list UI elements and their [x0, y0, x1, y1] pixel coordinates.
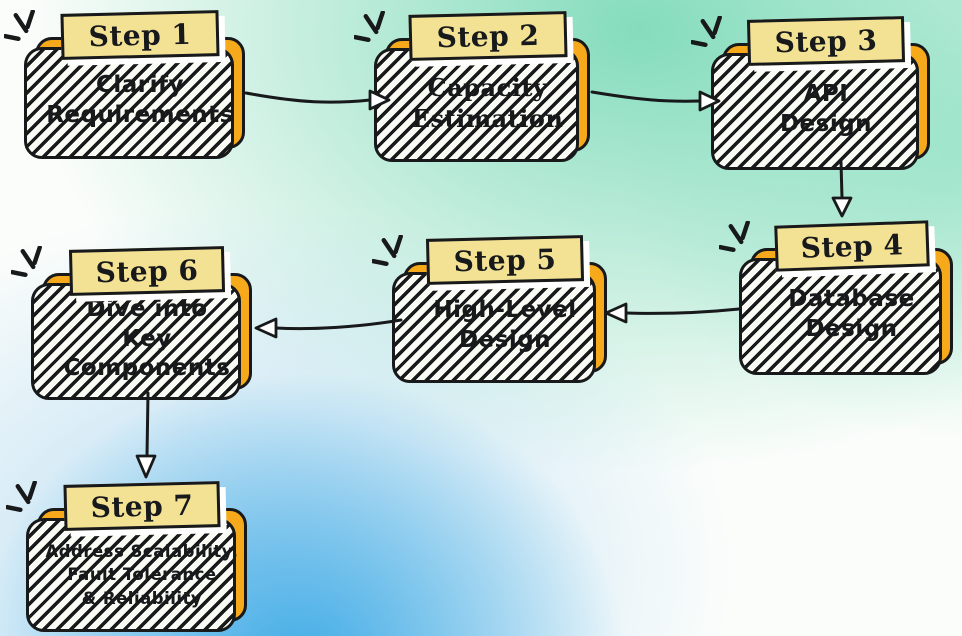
arrow-step2-to-step3 — [590, 90, 721, 112]
step-7-text: Address Scalability, Fault Tolerance & R… — [45, 542, 239, 608]
sparkle-icon — [4, 10, 35, 41]
step-2-title: Step 2 — [435, 18, 540, 54]
step-5-title: Step 5 — [453, 242, 557, 278]
step-1-node: Step 1 Clarify Requirements — [4, 10, 245, 149]
step-4-header: Step 4 — [773, 220, 930, 272]
step-2-header: Step 2 — [407, 11, 568, 61]
step-3-title: Step 3 — [774, 23, 878, 59]
step-1-text: Clarify Requirements — [46, 72, 234, 128]
sparkle-icon — [691, 16, 722, 47]
step-3-header: Step 3 — [746, 16, 906, 66]
step-5-header: Step 5 — [425, 235, 585, 285]
step-6-title: Step 6 — [95, 253, 199, 289]
arrow-step4-to-step5 — [604, 302, 741, 324]
step-7-header: Step 7 — [63, 481, 221, 531]
step-3-node: Step 3 API Design — [691, 16, 930, 160]
step-7-node: Step 7 Address Scalability, Fault Tolera… — [6, 481, 247, 622]
step-4-text: Database Design — [788, 285, 915, 342]
step-6-node: Step 6 Dive into Key Components — [11, 246, 252, 390]
step-1-title: Step 1 — [88, 17, 192, 53]
sparkle-icon — [6, 481, 37, 512]
step-1-header: Step 1 — [60, 10, 220, 60]
step-6-text: Dive into Key Components — [63, 295, 231, 382]
step-3-text: API Design — [779, 80, 873, 137]
step-2-text: Capacity Estimation — [411, 72, 564, 133]
arrow-step6-to-step7 — [135, 391, 157, 479]
sparkle-icon — [354, 11, 385, 42]
sparkle-icon — [719, 221, 750, 252]
step-5-node: Step 5 High-Level Design — [372, 235, 607, 373]
step-7-title: Step 7 — [90, 488, 194, 524]
sparkle-icon — [11, 246, 42, 277]
step-5-text: High-Level Design — [433, 296, 577, 353]
step-2-node: Step 2 Capacity Estimation — [354, 11, 590, 152]
arrow-step5-to-step6 — [254, 317, 403, 339]
step-4-title: Step 4 — [799, 227, 904, 265]
sparkle-icon — [372, 235, 403, 266]
step-4-node: Step 4 Database Design — [719, 220, 953, 365]
arrow-step1-to-step2 — [244, 89, 391, 111]
step-6-header: Step 6 — [68, 246, 226, 296]
arrow-step3-to-step4 — [831, 160, 853, 218]
